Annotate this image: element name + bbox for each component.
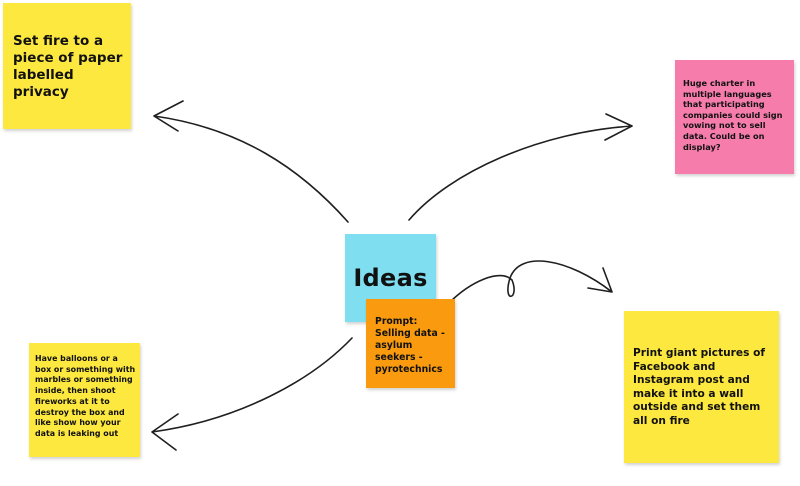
note-text-print: Print giant pictures of Facebook and Ins… <box>633 347 765 427</box>
arrow-to-print <box>448 260 613 304</box>
sticky-note-privacy: Set fire to a piece of paper labelled pr… <box>3 3 131 129</box>
note-text-balloons: Have balloons or a box or something with… <box>35 354 136 438</box>
sticky-note-balloons: Have balloons or a box or something with… <box>29 343 140 457</box>
note-text-charter: Huge charter in multiple languages that … <box>683 78 783 152</box>
note-text-ideas: Ideas <box>353 264 428 292</box>
arrow-to-privacy <box>153 100 349 223</box>
note-text-privacy: Set fire to a piece of paper labelled pr… <box>13 33 123 100</box>
arrow-to-charter <box>408 113 633 221</box>
note-text-prompt: Prompt: Selling data - asylum seekers - … <box>375 316 445 375</box>
sticky-note-print: Print giant pictures of Facebook and Ins… <box>624 311 779 463</box>
arrow-to-balloons <box>151 337 353 451</box>
sticky-note-charter: Huge charter in multiple languages that … <box>675 60 794 174</box>
sticky-note-prompt: Prompt: Selling data - asylum seekers - … <box>366 299 455 388</box>
